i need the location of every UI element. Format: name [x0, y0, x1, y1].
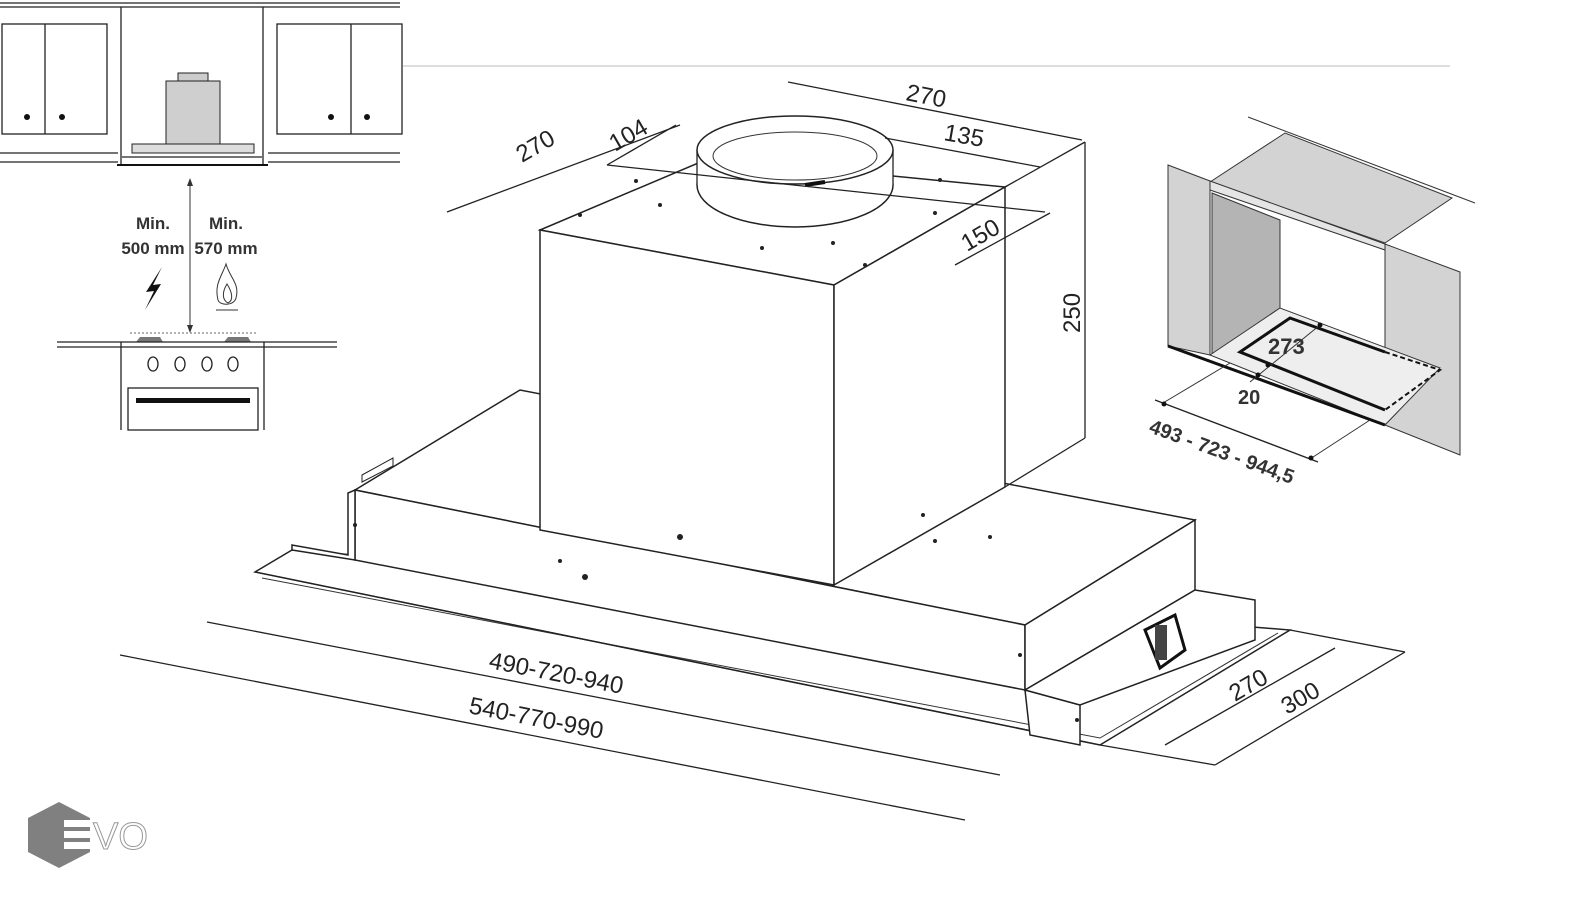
dim-cutout-width: 490-720-940 [487, 647, 626, 699]
flame-icon [216, 262, 238, 311]
dim-total-depth: 300 [1277, 677, 1325, 720]
stove-knobs [147, 356, 239, 372]
right-cabinet [276, 23, 403, 135]
dim-cutout-depth: 270 [1225, 664, 1273, 707]
cutout-margin-label: 20 [1238, 387, 1260, 409]
cutout-width-label: 493 - 723 - 944,5 [1146, 416, 1297, 489]
lightning-icon [145, 267, 162, 310]
bracket [1143, 612, 1187, 671]
cutout-depth-label: 273 [1268, 334, 1305, 359]
dim-total-width: 540-770-990 [467, 692, 606, 744]
dim-depth-top: 270 [512, 125, 560, 168]
evo-logo: VO [28, 802, 148, 868]
hood-drawing: 270 270 104 135 150 250 490-720-940 540-… [119, 79, 1406, 821]
dim-width-top: 270 [904, 79, 948, 113]
duct-front [539, 229, 835, 586]
dimension-lines [119, 81, 1406, 821]
left-cabinet [1, 23, 108, 135]
gas-min-label: Min. [209, 214, 243, 233]
electric-min-label: Min. [136, 214, 170, 233]
gas-min-value: 570 mm [194, 239, 257, 258]
electric-min-value: 500 mm [121, 239, 184, 258]
dim-collar-center-x: 135 [942, 119, 986, 153]
hood-miniature [165, 80, 221, 146]
logo-text: VO [93, 816, 148, 858]
cabinet-cutout-inset: 273 20 493 - 723 - 944,5 [1146, 116, 1476, 489]
dim-height: 250 [1059, 293, 1086, 333]
screw-holes [353, 178, 1079, 722]
installation-inset: Min. 500 mm Min. 570 mm [0, 2, 403, 431]
exhaust-collar [696, 115, 894, 228]
